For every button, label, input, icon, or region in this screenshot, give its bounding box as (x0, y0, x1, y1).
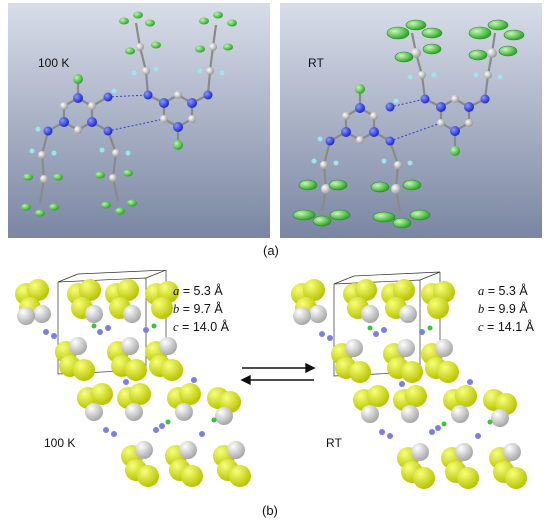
cell-a-rt: a = 5.3 Å (478, 284, 528, 298)
packing-100k-panel: 100 K (6, 270, 256, 495)
structure-rt-panel: RT (280, 3, 542, 238)
packing-100k-image (15, 270, 251, 487)
structure-100k-label: 100 K (38, 56, 70, 70)
structure-100k-image (8, 3, 270, 238)
packing-rt-image (291, 271, 527, 489)
packing-rt-label: RT (326, 436, 342, 450)
equilibrium-arrows (236, 360, 320, 388)
cell-c-100k: c = 14.0 Å (173, 320, 229, 334)
packing-100k-label: 100 K (44, 436, 76, 450)
cell-b-100k: b = 9.7 Å (173, 302, 223, 316)
packing-rt-panel: RT (284, 270, 544, 495)
cell-a-100k: a = 5.3 Å (173, 284, 223, 298)
cell-c-rt: c = 14.1 Å (478, 320, 534, 334)
caption-b: (b) (262, 503, 278, 518)
structure-rt-image (280, 3, 542, 238)
cell-params-rt: a = 5.3 Å b = 9.9 Å c = 14.1 Å (478, 282, 534, 336)
cell-b-rt: b = 9.9 Å (478, 302, 528, 316)
structure-100k-panel: 100 K (8, 3, 270, 238)
structure-rt-label: RT (308, 56, 324, 70)
cell-params-100k: a = 5.3 Å b = 9.7 Å c = 14.0 Å (173, 282, 229, 336)
caption-a: (a) (263, 243, 279, 258)
